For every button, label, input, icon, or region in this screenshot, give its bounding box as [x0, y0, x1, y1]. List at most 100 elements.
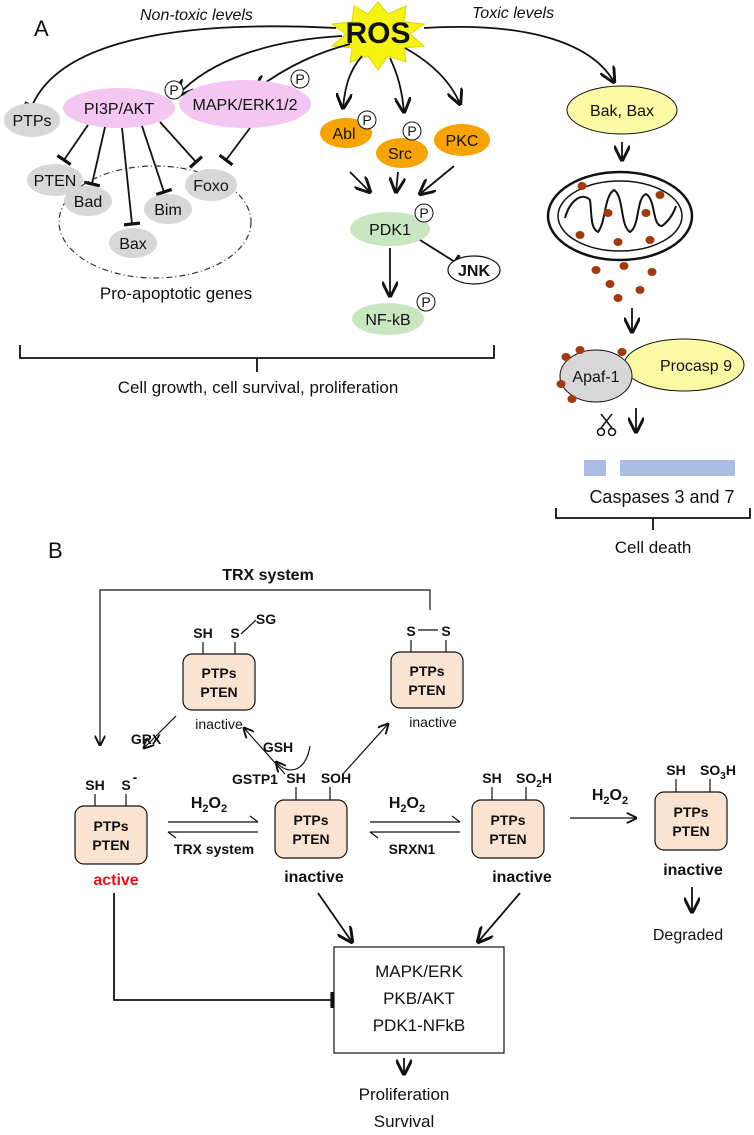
- mapk-phospho: [290, 69, 310, 89]
- pten-node: [27, 164, 83, 196]
- ros-label: ROS: [345, 17, 410, 50]
- bad-node: [64, 186, 112, 216]
- src-label: Src: [388, 146, 412, 163]
- gstp1-arrow: [244, 728, 286, 775]
- arc-to-ptps: [23, 25, 337, 111]
- pdk1-label: PDK1: [369, 222, 411, 239]
- pi3p-phospho-label: P: [169, 82, 178, 98]
- nfkb-node: [352, 303, 424, 335]
- pkc-to-pdk1: [420, 165, 455, 194]
- svg-text:S: S: [230, 625, 239, 641]
- svg-text:PTPs: PTPs: [93, 818, 128, 834]
- svg-text:inactive: inactive: [409, 714, 457, 730]
- box-active: SH S - PTPs PTEN: [74, 769, 148, 865]
- src-node: [376, 138, 428, 168]
- abl-label: Abl: [332, 126, 355, 143]
- death-brace: [555, 508, 751, 530]
- inhib-bax: [121, 127, 141, 227]
- inhib-foxo-akt: [159, 121, 204, 169]
- arc-to-abl: [343, 55, 363, 108]
- gstp1-label: GSTP1: [232, 771, 278, 787]
- h2o2-label-1: H2O2: [191, 795, 227, 815]
- svg-text:SH: SH: [85, 777, 104, 793]
- caspase-bar-left: [584, 460, 606, 476]
- pdk1-phospho-label: P: [419, 205, 428, 221]
- pdk1-inhib-jnk: [419, 239, 461, 270]
- caspase-bar-right: [620, 460, 735, 476]
- arc-to-pi3p: [178, 35, 343, 95]
- box-ss: S S PTPs PTEN inactive: [390, 623, 464, 730]
- pi3p-phospho: [164, 80, 184, 100]
- svg-text:SH: SH: [286, 770, 305, 786]
- svg-text:SH: SH: [666, 762, 685, 778]
- box-soh: SH SOH PTPs PTEN: [274, 770, 351, 859]
- gsh-curve: [276, 745, 311, 770]
- bim-label: Bim: [154, 202, 182, 219]
- svg-text:PTEN: PTEN: [672, 823, 709, 839]
- pathway-item: MAPK/ERK: [375, 962, 464, 981]
- nfkb-label: NF-kB: [365, 312, 410, 329]
- pdk1-phospho: [414, 203, 434, 223]
- svg-text:PTPs: PTPs: [409, 663, 444, 679]
- mapk-erk-node: [179, 80, 311, 128]
- pathway-item: PKB/AKT: [383, 989, 455, 1008]
- growth-label: Cell growth, cell survival, proliferatio…: [118, 378, 399, 397]
- proliferation-label: Proliferation: [359, 1085, 450, 1104]
- apaf-droplets: [556, 346, 627, 403]
- soh-inactive-label: inactive: [284, 869, 344, 886]
- soh-to-pathways: [317, 892, 352, 942]
- foxo-node: [185, 169, 237, 201]
- inhib-pten: [56, 124, 89, 166]
- foxo-label: Foxo: [193, 178, 229, 195]
- pi3p-akt-label: PI3P/AKT: [84, 101, 154, 118]
- bak-bax-node: [566, 85, 678, 135]
- panel-a-label: A: [34, 16, 49, 41]
- active-label: active: [93, 872, 138, 889]
- box-so3h: SH SO3H PTPs PTEN: [654, 762, 736, 851]
- svg-text:PTPs: PTPs: [293, 812, 328, 828]
- equilibrium-arrows-2: [369, 815, 461, 839]
- procasp9-label: Procasp 9: [660, 358, 732, 375]
- svg-text:SO3H: SO3H: [700, 762, 736, 782]
- grx-arrow: [144, 715, 177, 748]
- pten-label: PTEN: [34, 173, 77, 190]
- jnk-node: [447, 255, 501, 285]
- inhib-bim: [141, 125, 173, 197]
- mitochondrion: [546, 170, 694, 302]
- degraded-label: Degraded: [653, 927, 723, 944]
- grx-label: GRX: [131, 731, 162, 747]
- svg-text:PTPs: PTPs: [201, 665, 236, 681]
- jnk-label: JNK: [458, 263, 490, 280]
- nfkb-phospho-label: P: [421, 294, 430, 310]
- abl-node: [320, 118, 372, 148]
- arc-to-pkc: [404, 47, 460, 104]
- pathway-box: [333, 946, 505, 1054]
- panel-b-label: B: [48, 538, 63, 563]
- caspases-label: Caspases 3 and 7: [589, 487, 734, 507]
- apaf1-label: Apaf-1: [572, 369, 619, 386]
- svg-text:SOH: SOH: [321, 770, 351, 786]
- pro-apoptotic-region: [58, 165, 252, 279]
- ptps-label: PTPs: [12, 113, 51, 130]
- non-toxic-label: Non-toxic levels: [140, 7, 253, 24]
- ros-star: [330, 1, 426, 71]
- src-to-pdk1: [396, 171, 398, 192]
- src-phospho: [402, 121, 422, 141]
- trx-loop: [100, 589, 431, 745]
- svg-text:SH: SH: [482, 770, 501, 786]
- svg-text:SH: SH: [193, 625, 212, 641]
- src-phospho-label: P: [407, 123, 416, 139]
- toxic-label: Toxic levels: [472, 5, 554, 22]
- abl-phospho: [357, 110, 377, 130]
- mapk-erk-label: MAPK/ERK1/2: [193, 97, 298, 114]
- mapk-phospho-label: P: [295, 71, 304, 87]
- svg-text:-: -: [133, 769, 138, 785]
- svg-text:PTEN: PTEN: [92, 837, 129, 853]
- nfkb-phospho: [416, 292, 436, 312]
- survival-label: Survival: [374, 1112, 434, 1131]
- equilibrium-arrows-1: [167, 815, 259, 839]
- svg-text:PTPs: PTPs: [673, 804, 708, 820]
- ptps-node: [4, 103, 60, 137]
- active-inhibits-pathways: [113, 893, 334, 1009]
- scissors-icon: [596, 413, 617, 437]
